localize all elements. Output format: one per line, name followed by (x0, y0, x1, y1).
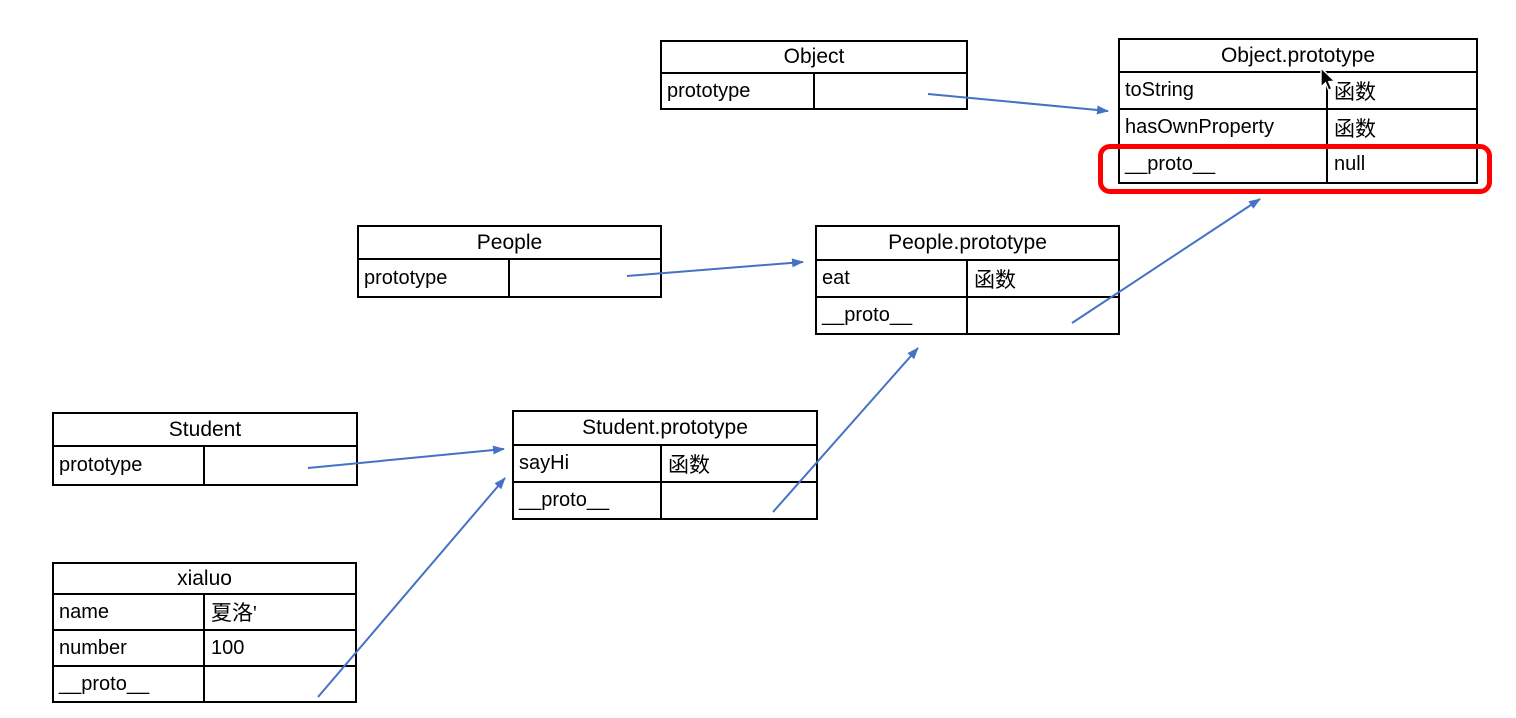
table-row: __proto__ (54, 665, 355, 701)
row-label: __proto__ (1120, 147, 1328, 182)
table-people-prototype-title: People.prototype (888, 231, 1047, 254)
table-object-prototype-title: Object.prototype (1220, 43, 1376, 67)
row-label: number (54, 631, 205, 665)
row-label: name (54, 595, 205, 629)
row-value: 函数 (668, 452, 710, 477)
table-row: sayHi 函数 (514, 444, 816, 481)
table-xialuo: xialuo name 夏洛' number 100 __proto__ (52, 562, 357, 703)
row-value: null (1334, 153, 1366, 175)
row-label: prototype (662, 74, 815, 108)
table-row: prototype (54, 445, 356, 484)
table-xialuo-title: xialuo (177, 566, 232, 590)
row-value (968, 298, 1118, 333)
table-row: __proto__ (817, 296, 1118, 333)
row-label: toString (1120, 73, 1328, 108)
row-label: sayHi (514, 446, 662, 481)
table-row: eat 函数 (817, 259, 1118, 296)
table-row: number 100 (54, 629, 355, 665)
table-row: hasOwnProperty 函数 (1120, 108, 1476, 145)
table-row: prototype (359, 258, 660, 296)
table-people-title: People (476, 230, 543, 254)
table-row: prototype (662, 72, 966, 108)
row-label: prototype (359, 260, 510, 296)
row-value (205, 447, 356, 484)
table-student: Student prototype (52, 412, 358, 486)
row-label: __proto__ (514, 483, 662, 518)
table-object-title: Object (783, 45, 845, 68)
row-value: 100 (211, 636, 245, 659)
row-label: eat (817, 261, 968, 296)
table-student-title: Student (168, 417, 242, 441)
table-people: People prototype (357, 225, 662, 298)
row-label: hasOwnProperty (1120, 110, 1328, 145)
row-value (815, 74, 966, 108)
row-label: __proto__ (817, 298, 968, 333)
row-value: 函数 (1334, 116, 1376, 141)
row-value (510, 260, 660, 296)
table-row-proto-null: __proto__ null (1120, 145, 1476, 182)
table-row: __proto__ (514, 481, 816, 518)
row-value (662, 483, 816, 518)
row-value: 夏洛' (211, 601, 257, 625)
table-row: toString 函数 (1120, 71, 1476, 108)
row-value: 函数 (1334, 79, 1376, 104)
table-student-prototype: Student.prototype sayHi 函数 __proto__ (512, 410, 818, 520)
row-label: __proto__ (54, 667, 205, 701)
table-row: name 夏洛' (54, 593, 355, 629)
table-student-prototype-title: Student.prototype (582, 416, 748, 439)
row-value: 函数 (974, 267, 1016, 292)
table-object: Object prototype (660, 40, 968, 110)
row-value (205, 667, 355, 701)
table-object-prototype: Object.prototype toString 函数 hasOwnPrope… (1118, 38, 1478, 184)
table-people-prototype: People.prototype eat 函数 __proto__ (815, 225, 1120, 335)
row-label: prototype (54, 447, 205, 484)
